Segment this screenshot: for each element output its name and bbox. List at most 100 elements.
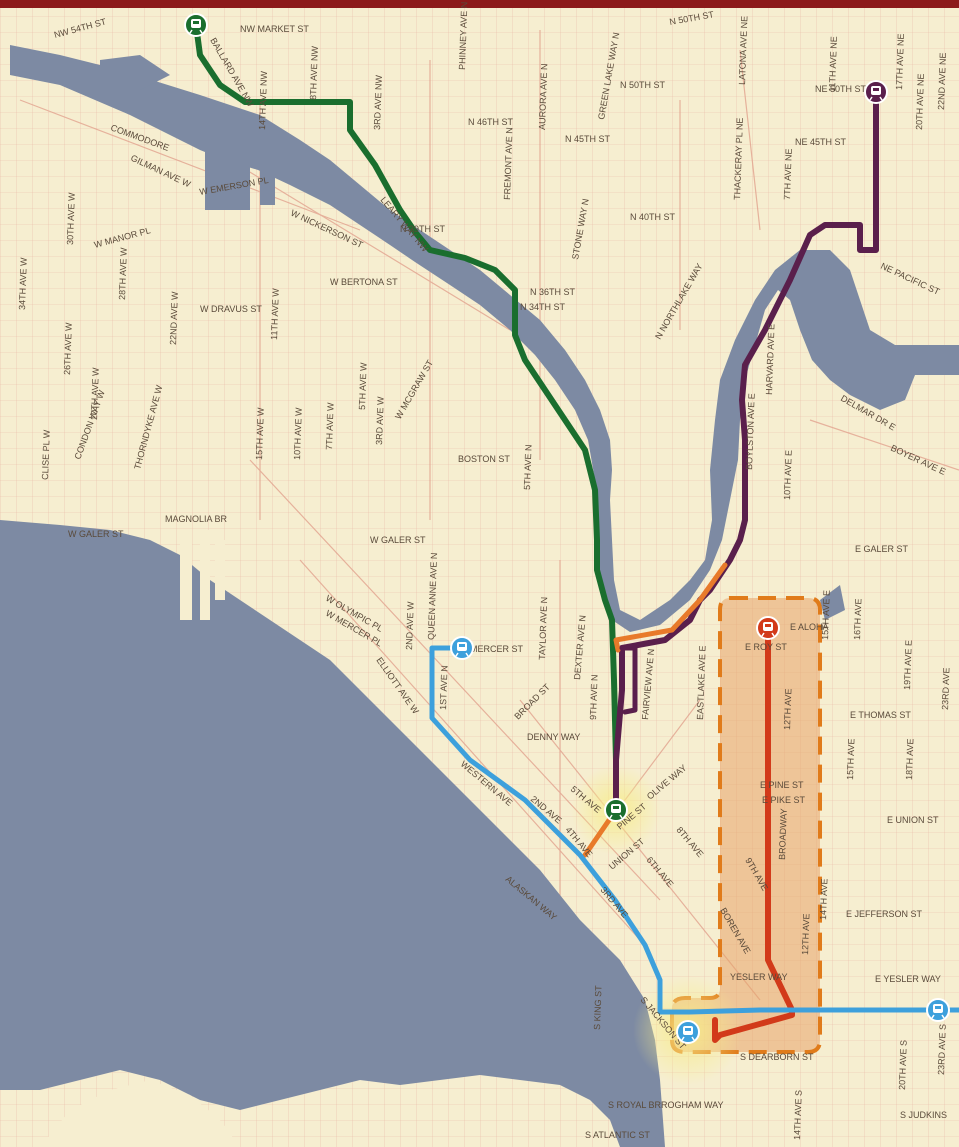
label-boston: BOSTON ST — [458, 454, 510, 464]
label-denny: DENNY WAY — [527, 732, 580, 742]
tram-icon[interactable] — [184, 13, 208, 37]
label-e-yesler: E YESLER WAY — [875, 974, 941, 984]
label-thackeray: THACKERAY PL NE — [732, 117, 745, 200]
label-s-dearborn: S DEARBORN ST — [740, 1052, 814, 1062]
header-bar — [0, 0, 959, 8]
label-22nd-ne: 22ND AVE NE — [936, 52, 948, 110]
label-n-45th: N 45TH ST — [565, 134, 611, 144]
label-e-pike: E PIKE ST — [762, 795, 806, 805]
label-harvard: HARVARD AVE E — [764, 324, 776, 395]
label-3rd-nw: 3RD AVE NW — [372, 74, 384, 130]
tram-icon[interactable] — [864, 80, 888, 104]
label-7th-w: 7TH AVE W — [324, 402, 336, 450]
label-yesler: YESLER WAY — [730, 972, 788, 982]
label-s-king: S KING ST — [592, 985, 604, 1030]
label-16th: 16TH AVE — [852, 598, 863, 640]
label-n-36th: N 36TH ST — [530, 287, 576, 297]
label-clise: CLISE PL W — [40, 429, 52, 480]
label-w-bertona: W BERTONA ST — [330, 277, 398, 287]
label-3rd-w: 3RD AVE W — [374, 396, 386, 445]
route-orange[interactable] — [613, 562, 728, 653]
label-15th-e: 15TH AVE E — [820, 590, 832, 640]
label-17th-ne: 17TH AVE NE — [894, 33, 906, 90]
label-ne-50th: NE 50TH ST — [815, 84, 867, 94]
tram-icon[interactable] — [926, 998, 950, 1022]
label-taylor: TAYLOR AVE N — [537, 597, 549, 660]
label-5th-w: 5TH AVE W — [357, 362, 369, 410]
transit-routes — [193, 22, 959, 1043]
label-8th-nw: 8TH AVE NW — [308, 45, 320, 100]
label-fremont: FREMONT AVE N — [502, 127, 515, 200]
label-15th: 15TH AVE — [845, 738, 856, 780]
label-e-roy: E ROY ST — [745, 642, 787, 652]
label-queen-anne: QUEEN ANNE AVE N — [426, 552, 439, 640]
label-mercer: MERCER ST — [470, 644, 524, 654]
label-14th-nw: 14TH AVE NW — [257, 70, 269, 130]
label-eastlake: EASTLAKE AVE E — [695, 645, 708, 720]
label-w-dravus: W DRAVUS ST — [200, 304, 262, 314]
label-26th-w: 26TH AVE W — [62, 322, 74, 375]
label-28th-w: 28TH AVE W — [117, 247, 129, 300]
label-w-galer-st: W GALER ST — [370, 535, 426, 545]
label-9th-n: 9TH AVE N — [588, 674, 600, 720]
tram-icon[interactable] — [756, 616, 780, 640]
label-19th-e: 19TH AVE E — [902, 640, 914, 690]
route-red[interactable] — [712, 629, 795, 1043]
route-green[interactable] — [193, 22, 619, 813]
route-purple[interactable] — [613, 89, 879, 813]
label-10th-w: 10TH AVE W — [292, 407, 304, 460]
label-10th-e: 10TH AVE E — [782, 450, 794, 500]
label-nw-market: NW MARKET ST — [240, 24, 309, 34]
label-23rd: 23RD AVE — [940, 667, 951, 710]
label-15th-w: 15TH AVE W — [254, 407, 266, 460]
label-12th: 12TH AVE — [782, 688, 793, 730]
label-e-aloha: E ALOHA — [790, 622, 829, 632]
route-blue[interactable] — [429, 645, 959, 1015]
label-e-galer: E GALER ST — [855, 544, 909, 554]
label-e-thomas: E THOMAS ST — [850, 710, 911, 720]
label-e-jefferson: E JEFFERSON ST — [846, 909, 923, 919]
label-11th-ne: 11TH AVE NE — [827, 36, 839, 92]
label-n-50th-b: N 50TH ST — [620, 80, 666, 90]
label-22nd-w: 22ND AVE W — [168, 291, 180, 345]
label-14th: 14TH AVE — [818, 878, 829, 920]
tram-icon[interactable] — [450, 636, 474, 660]
label-n-46th: N 46TH ST — [468, 117, 514, 127]
tram-icon[interactable] — [676, 1020, 700, 1044]
route-purple-loop[interactable] — [619, 645, 638, 715]
label-n-39th: N 39TH ST — [400, 224, 446, 234]
label-aurora: AURORA AVE N — [537, 63, 549, 130]
label-2nd-w: 2ND AVE W — [404, 601, 416, 650]
water-bodies — [0, 45, 959, 1147]
label-18th: 18TH AVE — [904, 738, 915, 780]
label-ne-45th: NE 45TH ST — [795, 137, 847, 147]
label-30th-w: 30TH AVE W — [65, 192, 77, 245]
stations — [184, 13, 950, 1044]
label-e-union: E UNION ST — [887, 815, 939, 825]
label-7th-ne: 7TH AVE NE — [782, 148, 794, 200]
label-w-galer: W GALER ST — [68, 529, 124, 539]
label-34th-w: 34TH AVE W — [17, 257, 29, 310]
label-20th-ne: 20TH AVE NE — [914, 73, 926, 130]
label-e-pine: E PINE ST — [760, 780, 804, 790]
label-phinney: PHINNEY AVE N — [457, 2, 469, 71]
label-5th-n: 5TH AVE N — [522, 444, 534, 490]
tram-icon[interactable] — [604, 798, 628, 822]
label-12th-ave: 12TH AVE — [800, 913, 811, 955]
elliott-bay[interactable] — [0, 520, 665, 1147]
label-11th-w: 11TH AVE W — [269, 288, 281, 341]
label-magnolia: MAGNOLIA BR — [165, 514, 228, 524]
major-roads — [19, 30, 959, 1001]
west-seattle-land — [40, 1080, 240, 1147]
ship-canal — [10, 45, 959, 632]
label-n-34th: N 34TH ST — [520, 302, 566, 312]
label-s-royal: S ROYAL BRROGHAM WAY — [608, 1100, 724, 1110]
label-20th-s: 20TH AVE S — [897, 1040, 909, 1090]
label-s-atlantic: S ATLANTIC ST — [585, 1130, 650, 1140]
label-boylston: BOYLSTON AVE E — [744, 393, 757, 470]
label-n-40th: N 40TH ST — [630, 212, 676, 222]
label-latona: LATONA AVE NE — [737, 16, 749, 85]
label-14th-s: 14TH AVE S — [792, 1090, 804, 1140]
label-broadway: BROADWAY — [777, 808, 789, 860]
